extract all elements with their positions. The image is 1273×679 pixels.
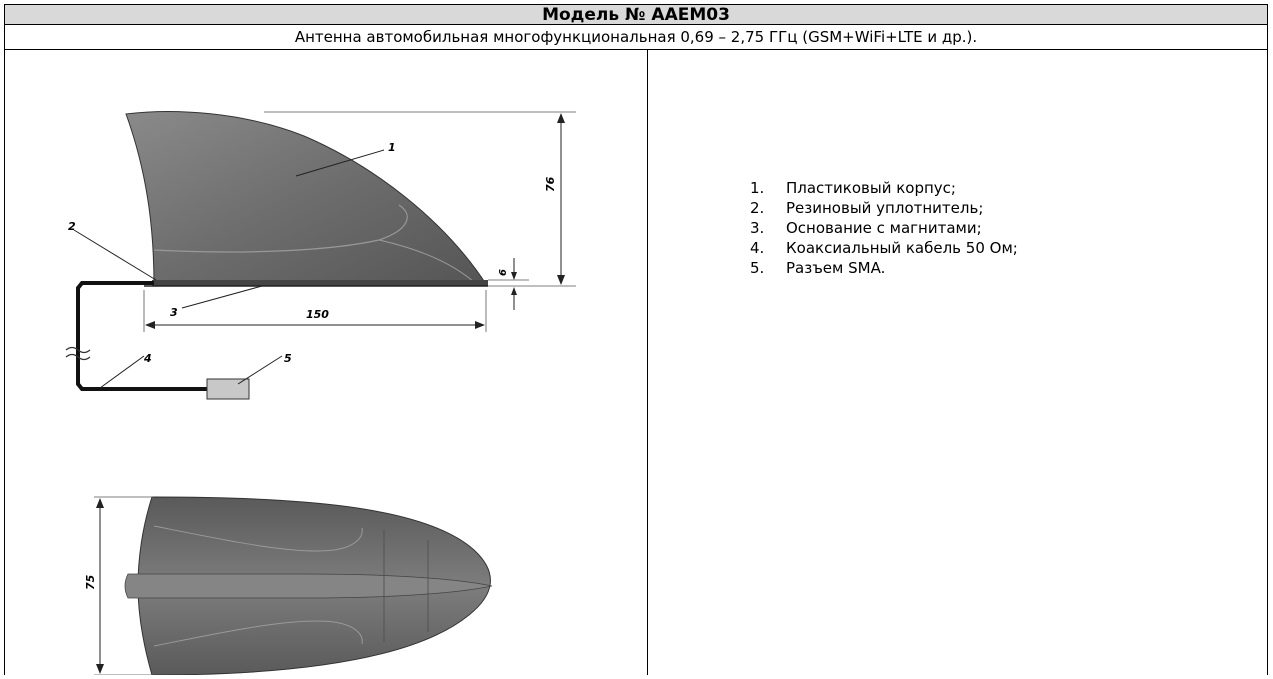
drawing-cell: 76 6 150 1 2 [4, 50, 647, 676]
antenna-body [125, 111, 487, 287]
callout-4: 4 [143, 352, 152, 365]
top-center-ridge [124, 573, 493, 599]
dim-height-label: 76 [544, 176, 557, 192]
legend-cell: 1. Пластиковый корпус; 2. Резиновый уплотн… [648, 50, 1268, 675]
antenna-drawing: 76 6 150 1 2 [65, 111, 576, 676]
top-contour-upper [153, 525, 363, 552]
legend-item-text: Основание с магнитами; [786, 219, 982, 237]
legend-item: 2. Резиновый уплотнитель; [750, 198, 1018, 218]
body-contour-line-2 [378, 239, 475, 283]
dim-base-height-label: 6 [498, 269, 509, 276]
legend-item-text: Пластиковый корпус; [786, 179, 956, 197]
dim-76-arrow-top [557, 113, 565, 123]
legend-item-text: Коаксиальный кабель 50 Ом; [786, 239, 1018, 257]
model-title: Модель № AAEM03 [4, 4, 1268, 25]
component-legend: 1. Пластиковый корпус; 2. Резиновый уплотн… [750, 178, 1018, 278]
dim-75-arrow-bottom [96, 664, 104, 674]
side-view: 76 6 150 1 2 [65, 111, 576, 400]
callout-2-leader [73, 229, 157, 281]
callout-5-leader [237, 355, 283, 385]
callout-1-leader [295, 149, 385, 177]
legend-item-num: 3. [750, 219, 765, 237]
dim-6-arrow-bottom [511, 287, 517, 295]
coax-cable [76, 281, 208, 391]
legend-item: 5. Разъем SMA. [750, 258, 1018, 278]
rubber-seal-base [152, 280, 488, 286]
callout-2: 2 [68, 220, 76, 233]
dim-75-arrow-top [96, 498, 104, 508]
column-divider [647, 50, 648, 675]
callout-3-leader [181, 285, 263, 309]
top-contour-lower [153, 620, 363, 647]
model-title-text: Модель № AAEM03 [542, 4, 730, 25]
product-description: Антенна автомобильная многофункциональна… [4, 24, 1268, 50]
legend-item-text: Разъем SMA. [786, 259, 886, 277]
callout-1: 1 [388, 141, 396, 154]
legend-item-num: 2. [750, 199, 765, 217]
dim-76-arrow-bottom [557, 275, 565, 285]
legend-item: 1. Пластиковый корпус; [750, 178, 1018, 198]
callout-4-leader [99, 355, 145, 389]
top-view: 75 [84, 496, 493, 676]
legend-item-text: Резиновый уплотнитель; [786, 199, 984, 217]
legend-item-num: 5. [750, 259, 765, 277]
cable-break-mark [65, 346, 91, 361]
legend-item: 4. Коаксиальный кабель 50 Ом; [750, 238, 1018, 258]
left-table-border [4, 50, 5, 675]
dim-width-label: 75 [84, 574, 97, 590]
dim-150-arrow-right [475, 321, 485, 329]
sma-connector [206, 378, 250, 400]
legend-item: 3. Основание с магнитами; [750, 218, 1018, 238]
dim-length-label: 150 [306, 308, 329, 321]
callout-5: 5 [284, 352, 292, 365]
legend-item-num: 1. [750, 179, 765, 197]
dim-6-arrow-top [511, 272, 517, 280]
body-contour-line [153, 204, 408, 253]
callout-3: 3 [170, 306, 178, 319]
product-description-text: Антенна автомобильная многофункциональна… [294, 27, 978, 46]
right-table-border [1267, 50, 1268, 675]
dim-150-arrow-left [145, 321, 155, 329]
legend-item-num: 4. [750, 239, 765, 257]
